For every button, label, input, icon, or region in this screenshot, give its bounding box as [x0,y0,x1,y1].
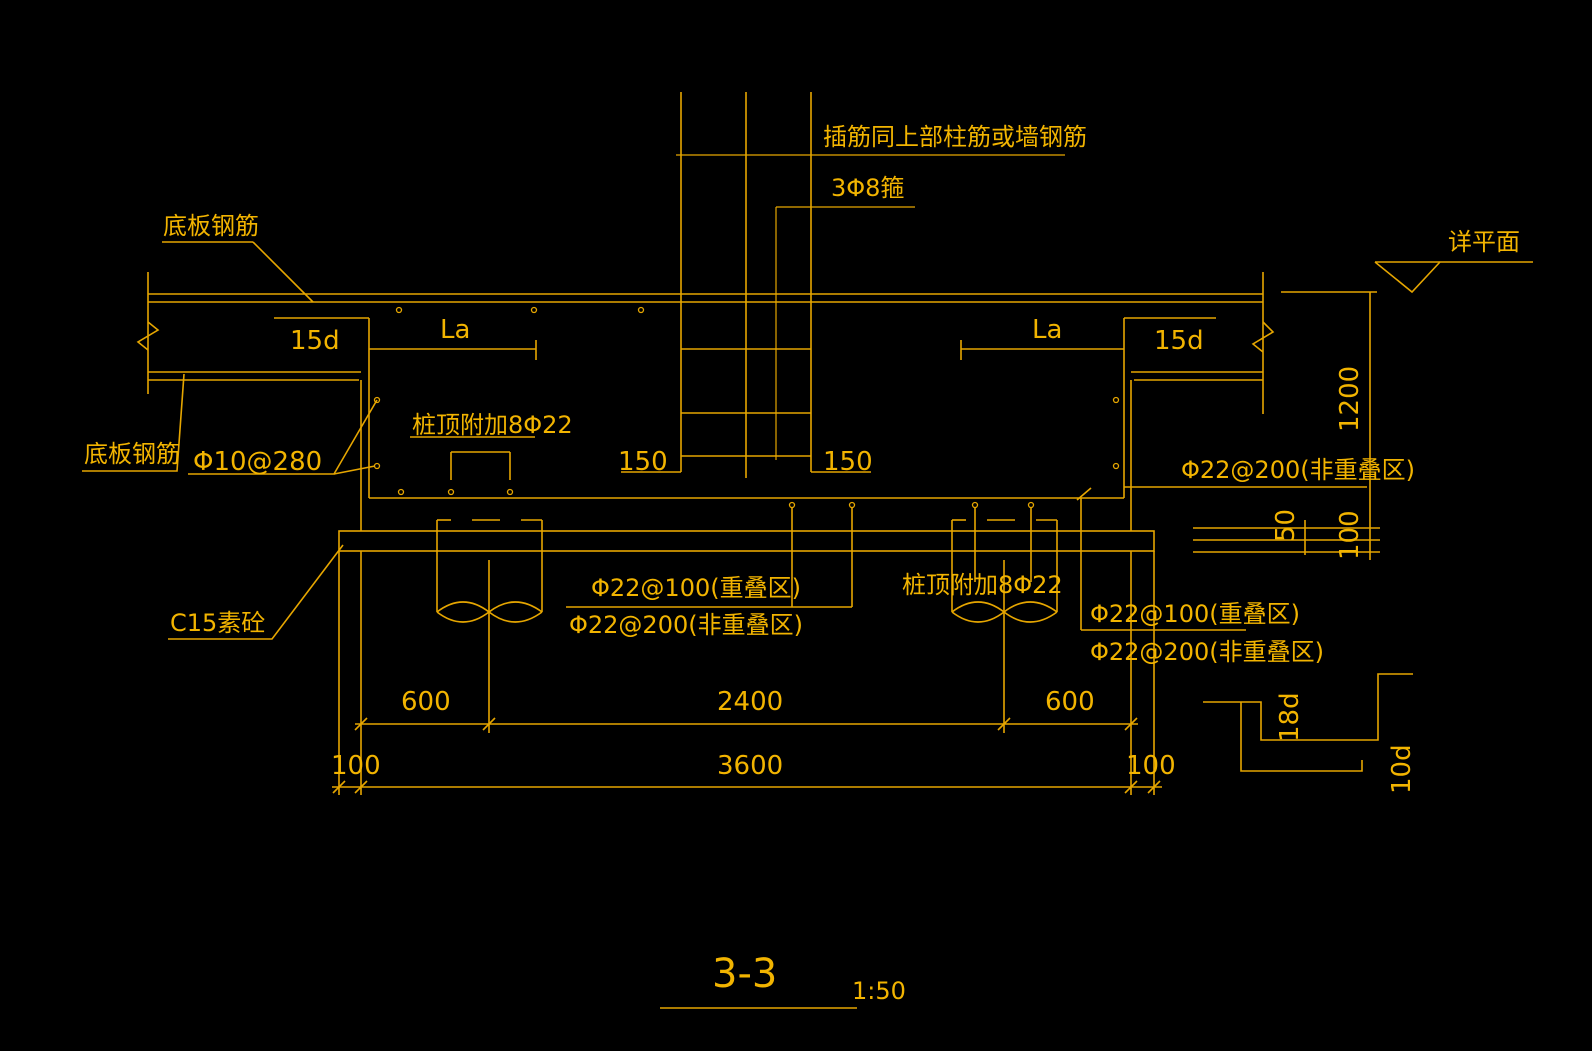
dowel-note-label: 插筋同上部柱筋或墙钢筋 [823,123,1087,151]
concrete-label: C15素砼 [170,609,265,637]
dim-100-side-label: 100 [1335,510,1365,560]
slab-rebar-bottom-label: 底板钢筋 [84,440,180,468]
dim-100-right-label: 100 [1126,751,1176,781]
stirrup-label: 3Φ8箍 [831,174,904,202]
side-bar-label: Φ10@280 [193,447,322,477]
dim-50-label: 50 [1271,509,1301,542]
dim-1200-label: 1200 [1335,366,1365,432]
hook-detail [1203,673,1413,772]
la-left-label: La [440,315,470,345]
slab [82,241,1275,472]
dim-2400-label: 2400 [717,687,783,717]
anchor-15d-left-label: 15d [290,326,340,356]
see-plan-label: 详平面 [1448,228,1520,256]
dim-600-left-label: 600 [401,687,451,717]
dim-150-left-label: 150 [618,447,668,477]
bottom-nonoverlap-label: Φ22@200(非重叠区) [569,611,803,639]
dim-3600-label: 3600 [717,751,783,781]
slab-rebar-top-label: 底板钢筋 [163,212,259,240]
right-side-elevation [1193,261,1533,560]
column-dowels [621,92,1065,478]
section-scale: 1:50 [852,977,906,1005]
pile-top-left-label: 桩顶附加8Φ22 [412,411,573,439]
right-overlap-label: Φ22@100(重叠区) [1090,600,1300,628]
anchor-15d-right-label: 15d [1154,326,1204,356]
hook-10d-label: 10d [1387,744,1417,794]
dim-100-left-label: 100 [331,751,381,781]
right-bar-label: Φ22@200(非重叠区) [1181,456,1415,484]
hook-18d-label: 18d [1275,692,1305,742]
bottom-overlap-label: Φ22@100(重叠区) [591,574,801,602]
dimension-lines [332,551,1162,795]
section-title: 3-3 [712,951,777,997]
la-right-label: La [1032,315,1062,345]
piles [436,519,1058,733]
pile-cap [168,306,1367,640]
dim-150-right-label: 150 [823,447,873,477]
pile-top-right-label: 桩顶附加8Φ22 [902,571,1063,599]
dim-600-right-label: 600 [1045,687,1095,717]
right-nonoverlap-label: Φ22@200(非重叠区) [1090,638,1324,666]
